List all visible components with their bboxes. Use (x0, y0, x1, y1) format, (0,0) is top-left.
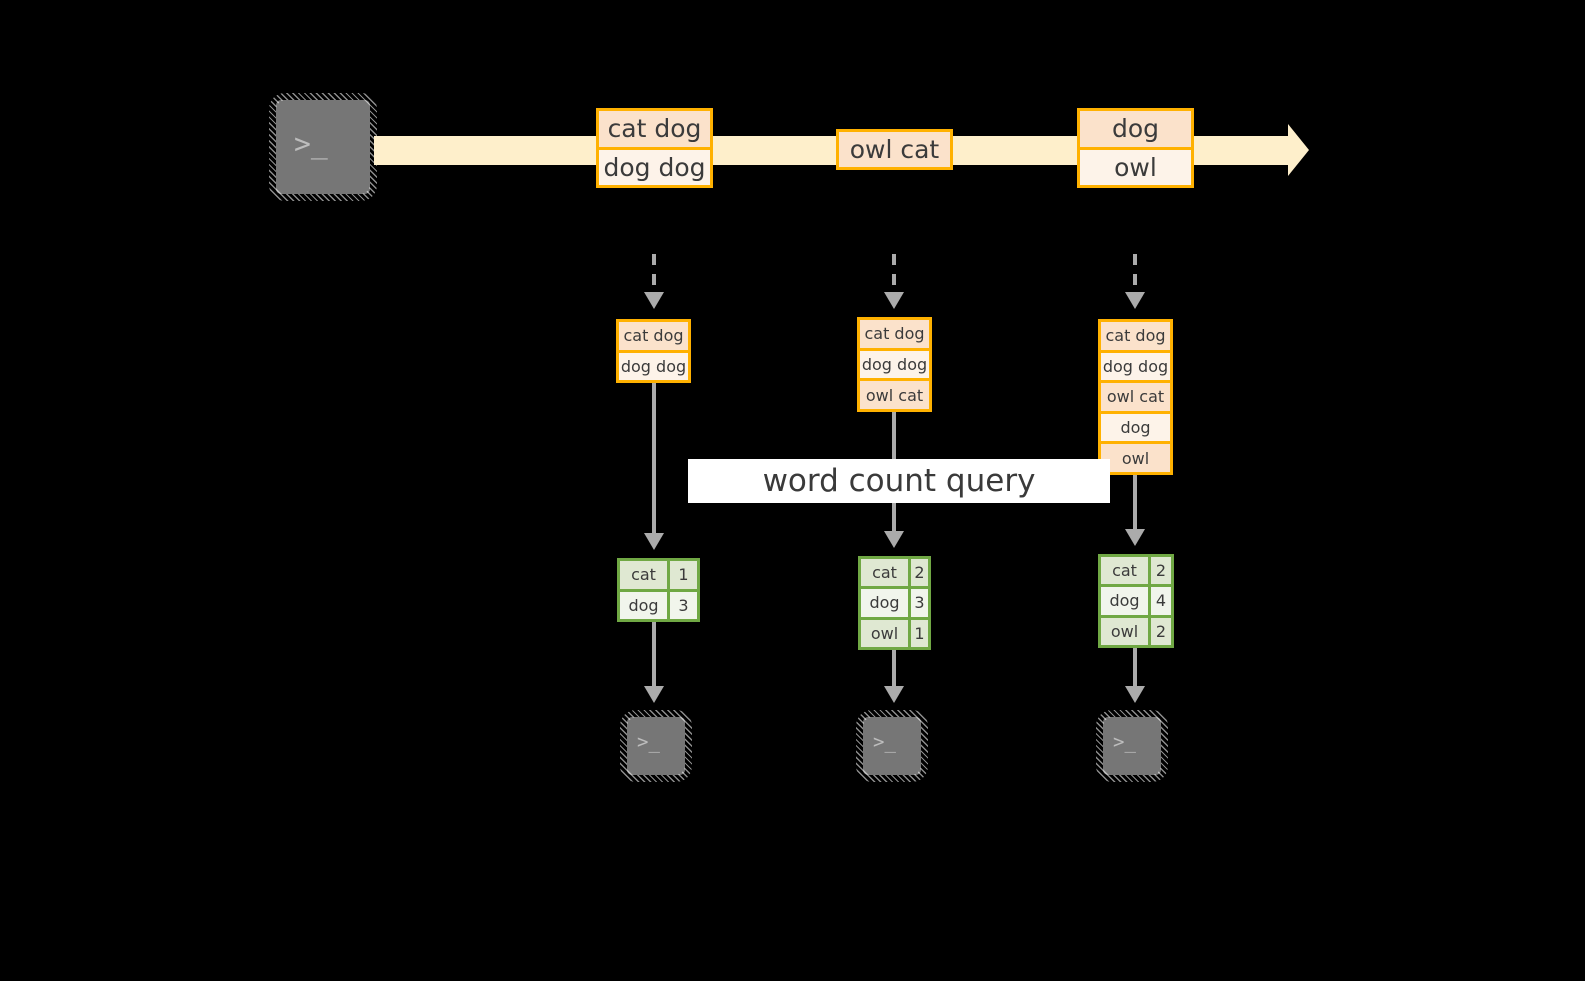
result-word: dog (861, 589, 908, 617)
table-row: cat 2 (1101, 557, 1171, 585)
snapshot-to-result-arrowhead-3 (1125, 529, 1145, 546)
result-count: 1 (670, 561, 697, 589)
result-count: 2 (911, 559, 928, 587)
result-count: 3 (670, 591, 697, 619)
record-line: owl (1101, 441, 1170, 472)
record-line: dog (1101, 410, 1170, 442)
result-to-sink-arrowhead-2 (884, 686, 904, 703)
result-word: dog (1101, 587, 1148, 615)
stream-to-snapshot-connector-3 (1133, 254, 1137, 294)
query-banner: word count query (688, 459, 1110, 503)
result-count: 4 (1151, 587, 1171, 615)
record-line: cat dog (860, 320, 929, 348)
result-to-sink-connector-1 (652, 622, 656, 690)
result-word: dog (620, 591, 667, 619)
stream-record-2: owl cat (836, 129, 953, 170)
result-to-sink-connector-3 (1133, 648, 1137, 690)
snapshot-to-result-arrowhead-2 (884, 531, 904, 548)
record-line: owl (1080, 146, 1191, 185)
terminal-prompt-glyph: >_ (873, 731, 896, 753)
record-line: dog dog (599, 146, 710, 185)
sink-terminal-icon-2: >_ (856, 710, 928, 782)
accumulated-records-3: cat dog dog dog owl cat dog owl (1098, 319, 1173, 475)
snapshot-to-result-connector-1 (652, 383, 656, 537)
result-word: cat (1101, 557, 1148, 585)
record-line: owl cat (860, 378, 929, 409)
record-line: dog (1080, 111, 1191, 147)
terminal-prompt-glyph: >_ (294, 127, 328, 160)
record-line: owl cat (839, 132, 950, 167)
terminal-prompt-glyph: >_ (1113, 731, 1136, 753)
result-word: cat (861, 559, 908, 587)
source-terminal-icon: >_ (269, 93, 377, 201)
result-to-sink-arrowhead-1 (644, 686, 664, 703)
result-count: 3 (911, 589, 928, 617)
result-word: owl (861, 619, 908, 647)
record-line: cat dog (619, 322, 688, 350)
word-count-result-3: cat 2 dog 4 owl 2 (1098, 554, 1174, 648)
snapshot-to-result-connector-3 (1133, 475, 1137, 533)
result-to-sink-connector-2 (892, 650, 896, 690)
record-line: cat dog (599, 111, 710, 147)
result-word: cat (620, 561, 667, 589)
record-line: cat dog (1101, 322, 1170, 350)
sink-terminal-icon-3: >_ (1096, 710, 1168, 782)
table-row: dog 3 (861, 589, 928, 617)
result-to-sink-arrowhead-3 (1125, 686, 1145, 703)
result-count: 2 (1151, 557, 1171, 585)
table-row: dog 3 (620, 591, 697, 619)
stream-to-snapshot-arrowhead-2 (884, 292, 904, 309)
stream-to-snapshot-connector-1 (652, 254, 656, 294)
accumulated-records-1: cat dog dog dog (616, 319, 691, 383)
terminal-prompt-glyph: >_ (637, 731, 660, 753)
sink-terminal-icon-1: >_ (620, 710, 692, 782)
table-row: owl 1 (861, 619, 928, 647)
snapshot-to-result-arrowhead-1 (644, 533, 664, 550)
word-count-result-2: cat 2 dog 3 owl 1 (858, 556, 931, 650)
table-row: owl 2 (1101, 617, 1171, 645)
word-count-result-1: cat 1 dog 3 (617, 558, 700, 622)
record-line: dog dog (860, 347, 929, 379)
accumulated-records-2: cat dog dog dog owl cat (857, 317, 932, 412)
table-row: dog 4 (1101, 587, 1171, 615)
record-line: owl cat (1101, 380, 1170, 411)
result-word: owl (1101, 617, 1148, 645)
record-line: dog dog (1101, 349, 1170, 381)
stream-to-snapshot-connector-2 (892, 254, 896, 294)
stream-arrow-head (1288, 124, 1309, 176)
stream-to-snapshot-arrowhead-1 (644, 292, 664, 309)
table-row: cat 2 (861, 559, 928, 587)
table-row: cat 1 (620, 561, 697, 589)
query-banner-label: word count query (762, 463, 1036, 499)
stream-record-3: dog owl (1077, 108, 1194, 188)
result-count: 1 (911, 619, 928, 647)
stream-record-1: cat dog dog dog (596, 108, 713, 188)
stream-to-snapshot-arrowhead-3 (1125, 292, 1145, 309)
record-line: dog dog (619, 349, 688, 380)
result-count: 2 (1151, 617, 1171, 645)
